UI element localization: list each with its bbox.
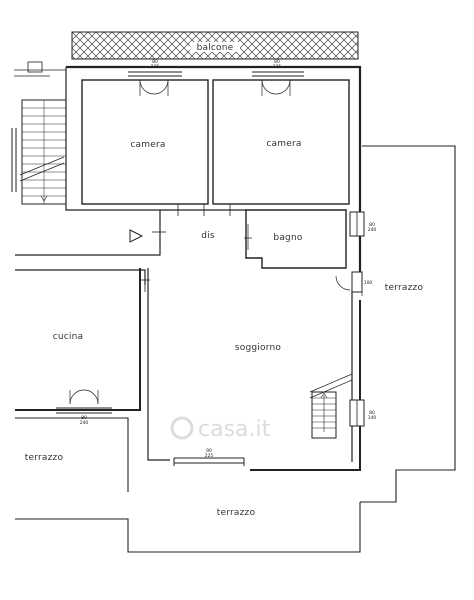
soggiorno-bottom-window-dim-b: 225 [205, 453, 214, 459]
camera-left-window: 80 225 [128, 59, 182, 96]
bagno-label: bagno [273, 233, 302, 243]
soggiorno-bottom-window: 90 225 [173, 448, 245, 466]
camera-left-window-dim-a: 80 [152, 59, 158, 65]
soggiorno-room: soggiorno [235, 343, 281, 353]
camera-left-window-dim-b: 225 [151, 64, 160, 70]
cucina-label: cucina [53, 332, 84, 342]
camera-right-label: camera [266, 139, 301, 149]
soggiorno-right-upper-door: 100 [335, 271, 373, 296]
watermark-text: casa.it [198, 417, 271, 442]
soggiorno-bottom-window-dim-a: 90 [206, 448, 212, 454]
camera-left-room: camera [81, 79, 209, 205]
internal-staircase [309, 373, 353, 439]
cucina-window-dim-b: 240 [80, 420, 89, 426]
bagno-window-dim-b: 240 [368, 227, 377, 233]
bagno-window-dim-a: 80 [369, 222, 375, 228]
camera-right-window-dim-a: 80 [274, 59, 280, 65]
cucina-window: 80 240 [56, 389, 112, 426]
soggiorno-right-upper-dim-a: 100 [364, 280, 373, 286]
terrazzo-left: terrazzo [15, 417, 129, 492]
soggiorno-label: soggiorno [235, 343, 281, 353]
camera-right-window-dim-b: 225 [273, 64, 282, 70]
left-stairwell [11, 61, 67, 205]
terrazzo-right: terrazzo [360, 145, 456, 503]
watermark-logo-icon [170, 416, 194, 440]
camera-right-window: 80 225 [252, 59, 304, 96]
camera-right-room: camera [212, 79, 350, 205]
bagno-window: 80 240 [349, 211, 377, 237]
soggiorno-right-lower-window: 80 140 [349, 399, 377, 427]
soggiorno-right-lower-dim-b: 140 [368, 415, 377, 421]
terrazzo-right-label: terrazzo [385, 283, 424, 293]
balcone-label: balcone [197, 43, 234, 53]
terrazzo-bottom: terrazzo [15, 502, 361, 553]
dis-corridor: dis [129, 204, 246, 248]
dis-label: dis [201, 231, 215, 241]
terrazzo-left-label: terrazzo [25, 453, 64, 463]
terrazzo-bottom-label: terrazzo [217, 508, 256, 518]
balcony: balcone [71, 31, 359, 60]
bagno-room: bagno [244, 209, 347, 269]
soggiorno-right-lower-dim-a: 80 [369, 410, 375, 416]
cucina-room: cucina [53, 276, 150, 342]
camera-left-label: camera [130, 140, 165, 150]
watermark: casa.it [170, 416, 271, 442]
